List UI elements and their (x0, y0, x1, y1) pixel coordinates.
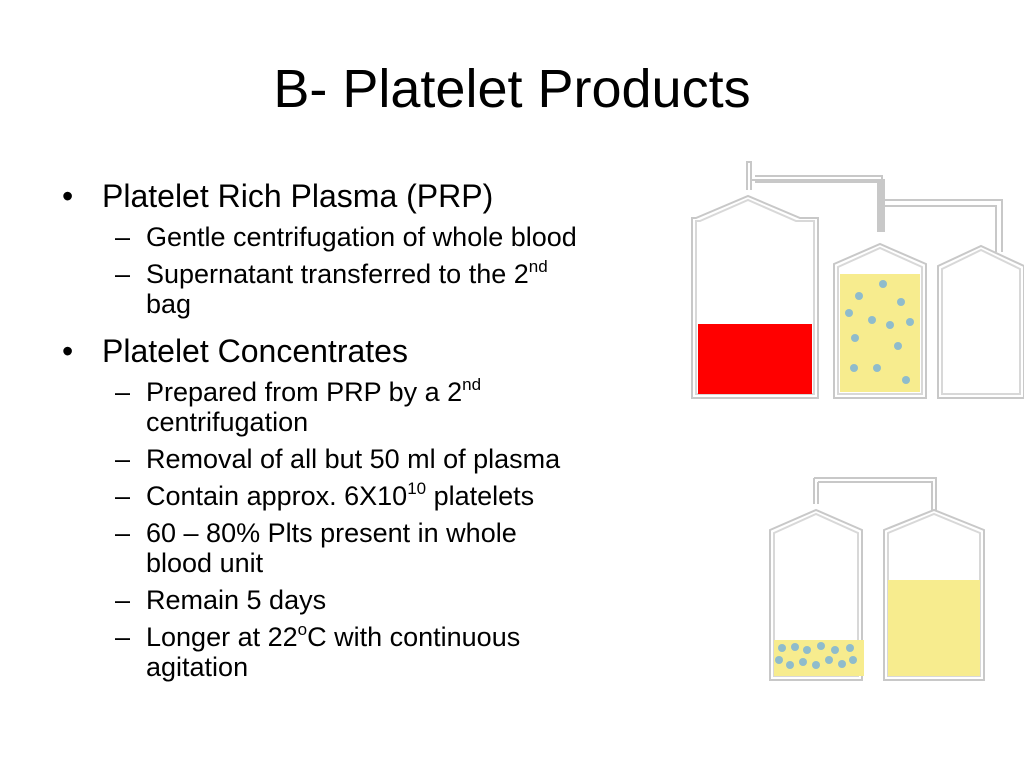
sub-bullet-text-line2: bag (146, 289, 192, 319)
bullet-prp: • Platelet Rich Plasma (PRP) (60, 178, 700, 215)
bullet-dot: • (62, 333, 74, 369)
bag-empty (937, 244, 1024, 399)
superscript: nd (528, 257, 548, 276)
sub-bullet-text: Supernatant transferred to the 2 (146, 259, 529, 289)
plasma-layer (840, 274, 920, 392)
platelet-dot (825, 656, 833, 664)
sub-bullet: – 60 – 80% Plts present in whole blood u… (60, 518, 700, 578)
sub-bullet-text: Longer at 22 (146, 622, 298, 652)
dash: – (115, 585, 131, 615)
platelet-dot (850, 364, 858, 372)
platelet-dot (803, 646, 811, 654)
platelet-dot (849, 656, 857, 664)
platelet-dot (799, 658, 807, 666)
bag-outline-inner (695, 198, 815, 395)
sub-bullet-text: Gentle centrifugation of whole blood (146, 222, 577, 252)
dash: – (115, 518, 131, 548)
platelet-dot (831, 646, 839, 654)
sub-bullet: – Longer at 22oC with continuous agitati… (60, 620, 700, 682)
slide-title: B- Platelet Products (273, 59, 751, 119)
bag-platelet-concentrate (769, 508, 864, 681)
sub-bullet-text-after: platelets (426, 481, 535, 511)
sub-bullet: – Prepared from PRP by a 2nd centrifugat… (60, 375, 700, 437)
dash: – (115, 622, 131, 652)
bag-outline-inner (941, 248, 1021, 395)
platelet-dot (778, 644, 786, 652)
dash: – (115, 481, 131, 511)
bullet-dot: • (62, 178, 74, 214)
tubing (755, 175, 883, 232)
bag-set-top (691, 161, 1024, 399)
bullet-platelet-concentrates: • Platelet Concentrates (60, 333, 700, 370)
bag-outline (937, 244, 1024, 399)
sub-bullet-text: Removal of all but 50 ml of plasma (146, 444, 561, 474)
bag-set-bottom (769, 477, 985, 681)
platelet-dot (886, 321, 894, 329)
platelet-dot (894, 342, 902, 350)
bullet-text: Platelet Rich Plasma (PRP) (102, 178, 494, 214)
dash: – (115, 377, 131, 407)
superscript: o (297, 620, 308, 639)
sub-bullet-text: Remain 5 days (146, 585, 327, 615)
platelet-dot (846, 644, 854, 652)
superscript: 10 (407, 479, 427, 498)
tubing (813, 477, 937, 514)
dash: – (115, 222, 131, 252)
platelet-dot (906, 318, 914, 326)
platelets (845, 280, 914, 384)
platelet-dot (851, 334, 859, 342)
red-cell-layer (698, 324, 812, 394)
plasma-layer (888, 580, 980, 676)
dash: – (115, 444, 131, 474)
sub-bullet: – Removal of all but 50 ml of plasma (60, 444, 700, 474)
bullet-text: Platelet Concentrates (102, 333, 408, 369)
platelet-dot (902, 376, 910, 384)
platelet-dot (838, 660, 846, 668)
sub-bullet: – Gentle centrifugation of whole blood (60, 222, 700, 252)
sub-bullet: – Remain 5 days (60, 585, 700, 615)
sub-bullet: – Supernatant transferred to the 2nd bag (60, 257, 700, 319)
platelet-dot (879, 280, 887, 288)
platelet-dot (897, 298, 905, 306)
bag-whole-blood (691, 194, 819, 399)
bag-outline (769, 508, 863, 681)
platelet-dot (786, 661, 794, 669)
bullet-list: • Platelet Rich Plasma (PRP) – Gentle ce… (60, 178, 700, 682)
bag-prp (833, 242, 927, 399)
bag-plasma (883, 508, 985, 681)
sub-bullet-text-line2: agitation (146, 652, 249, 682)
platelet-dot (868, 316, 876, 324)
sub-bullet-text-after: C with continuous (307, 622, 521, 652)
sub-bullet-text: Contain approx. 6X10 (146, 481, 408, 511)
platelets (775, 642, 857, 669)
sub-bullet-text-line2: centrifugation (146, 407, 309, 437)
platelet-dot (791, 643, 799, 651)
platelet-dot (775, 656, 783, 664)
platelet-dot (873, 364, 881, 372)
sub-bullet-text: Prepared from PRP by a 2 (146, 377, 463, 407)
platelet-dot (845, 309, 853, 317)
platelet-dot (855, 292, 863, 300)
superscript: nd (462, 375, 482, 394)
tubing (882, 199, 1003, 252)
tubing (746, 162, 752, 190)
sub-bullet-text-line2: blood unit (146, 548, 264, 578)
platelet-dot (812, 661, 820, 669)
dash: – (115, 259, 131, 289)
sub-bullet: – Contain approx. 6X1010 platelets (60, 479, 700, 511)
sub-bullet-text: 60 – 80% Plts present in whole (146, 518, 517, 548)
platelet-dot (817, 642, 825, 650)
bag-outline-inner (837, 246, 923, 395)
